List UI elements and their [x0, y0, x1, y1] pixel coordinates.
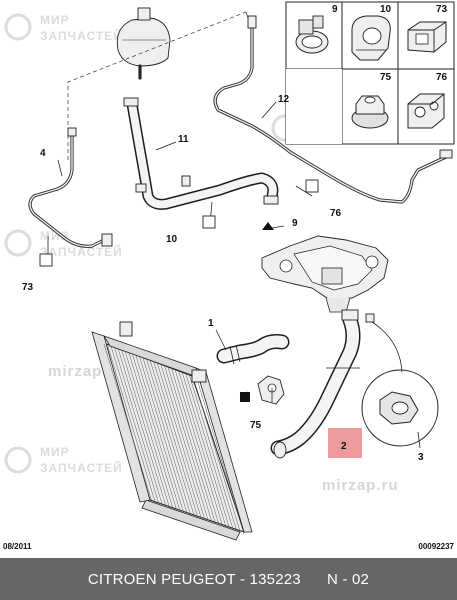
hose-1	[216, 334, 290, 365]
bleed-fitting	[365, 313, 375, 323]
bracket-clip-icon	[407, 21, 447, 53]
callout-2: 2	[341, 441, 347, 452]
legend-cell-73: 73	[407, 4, 448, 53]
radiator-fin	[103, 343, 153, 503]
callout-76: 76	[330, 208, 342, 219]
legend-label-10: 10	[380, 4, 392, 15]
drawing-code: 00092237	[418, 542, 454, 551]
callout-boxes	[39, 179, 362, 458]
callout-10: 10	[166, 234, 178, 245]
thermostat-housing	[261, 235, 389, 313]
hose-clamp-icon	[295, 15, 329, 54]
callout-12: 12	[278, 94, 290, 105]
fastener-legend-grid: 9 10 73	[285, 1, 455, 145]
callout-box-75	[240, 392, 250, 402]
radiator-fin	[192, 374, 241, 533]
radiator-fin	[117, 348, 167, 507]
callout-4: 4	[40, 148, 46, 159]
radiator-fins	[103, 343, 245, 535]
callout-11: 11	[178, 134, 189, 145]
watermark-text-line1: МИР	[40, 445, 70, 459]
watermark-logo-mid-left: МИР ЗАПЧАСТЕЙ	[4, 229, 123, 259]
legend-cell-76: 76	[407, 72, 448, 129]
watermark-text-line2: ЗАПЧАСТЕЙ	[40, 28, 123, 43]
radiator-fin	[178, 369, 227, 528]
callout-labels: 12 11 4 10 9 76 73 1 75 2 3	[22, 94, 424, 463]
radiator	[91, 321, 253, 541]
watermark-text-line1: МИР	[40, 229, 70, 243]
radiator-fin	[124, 351, 174, 510]
pipe-12	[213, 15, 453, 204]
callout-box-10	[202, 215, 216, 229]
radiator-fin	[170, 367, 220, 526]
cooling-hose-diagram: МИР ЗАПЧАСТЕЙ МИР ЗАПЧАСТЕЙ МИР ЗАПЧАСТЕ…	[4, 1, 455, 541]
radiator-fin	[149, 359, 199, 519]
watermark-text-line2: ЗАПЧАСТЕЙ	[40, 244, 123, 259]
radiator-fin	[185, 372, 234, 531]
radiator-fin	[156, 362, 206, 521]
callout-triangle-9	[262, 222, 274, 230]
callout-box-73	[39, 253, 53, 267]
callout-3: 3	[418, 452, 424, 463]
callout-75: 75	[250, 420, 262, 431]
double-clip-icon	[407, 93, 445, 129]
watermark-text-line1: МИР	[40, 13, 70, 27]
footer-bar: CITROEN PEUGEOT - 135223 N - 02	[0, 558, 457, 600]
radiator-fin	[132, 353, 181, 512]
watermark-domain: mirzap.ru	[322, 477, 399, 494]
radiator-fin	[114, 347, 163, 506]
radiator-fin	[188, 373, 238, 532]
radiator-fin	[139, 356, 188, 515]
legend-label-9: 9	[332, 4, 338, 15]
drain-screw-3	[361, 369, 439, 447]
legend-cell-10: 10	[351, 4, 392, 61]
radiator-fin	[174, 368, 224, 527]
radiator-fin	[135, 355, 185, 514]
clip-icon	[351, 15, 391, 61]
radiator-fin	[163, 364, 213, 523]
legend-cell-75: 75	[351, 72, 392, 129]
leader-lines	[47, 101, 421, 449]
pipe-4	[28, 127, 113, 248]
watermark-text-line2: ЗАПЧАСТЕЙ	[40, 460, 123, 475]
radiator-fin	[110, 346, 160, 505]
callout-73: 73	[22, 282, 34, 293]
radiator-fin	[128, 352, 178, 511]
callout-box-76	[305, 179, 319, 193]
radiator-fin	[195, 375, 245, 535]
radiator-fin	[107, 345, 156, 504]
watermark-logo-top-left: МИР ЗАПЧАСТЕЙ	[4, 13, 123, 43]
expansion-tank	[116, 7, 171, 80]
radiator-fin	[146, 358, 195, 517]
footer-caption: CITROEN PEUGEOT - 135223	[87, 570, 301, 588]
highlight-box-part-2	[328, 428, 362, 458]
radiator-fin	[181, 371, 231, 530]
watermark-logo-bottom-left: МИР ЗАПЧАСТЕЙ	[4, 445, 123, 475]
legend-label-73: 73	[436, 4, 448, 15]
radiator-fin	[142, 357, 192, 516]
drawing-date: 08/2011	[3, 542, 32, 551]
callout-9: 9	[292, 218, 298, 229]
radiator-fin	[153, 361, 202, 520]
legend-label-75: 75	[380, 72, 392, 83]
callout-1: 1	[208, 318, 214, 329]
radiator-fin	[167, 366, 216, 525]
bracket-75	[257, 375, 285, 405]
nut-icon	[351, 95, 389, 129]
legend-cell-9: 9	[295, 4, 338, 54]
footer-spacer	[301, 571, 327, 588]
footer-sheet: N - 02	[327, 570, 370, 588]
hose-2	[270, 309, 361, 459]
radiator-fin	[121, 350, 170, 509]
legend-label-76: 76	[436, 72, 448, 83]
radiator-fin	[160, 363, 209, 522]
hose-11	[123, 97, 279, 210]
